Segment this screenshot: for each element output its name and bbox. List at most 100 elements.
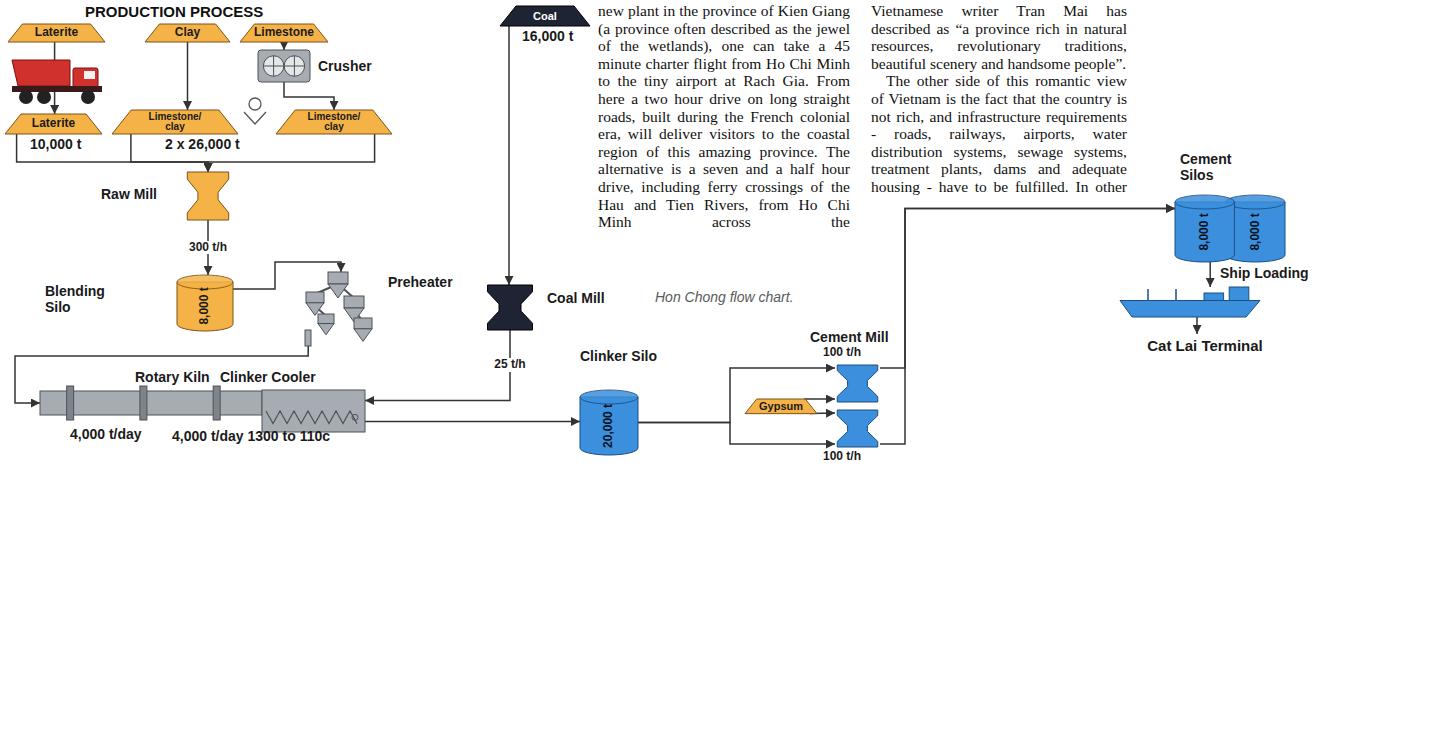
stockpile: Laterite10,000 t: [5, 114, 102, 134]
node-value: 10,000 t: [30, 136, 81, 152]
crusher: Crusher: [258, 50, 310, 82]
stacker-symbol: [244, 98, 266, 124]
raw-mill-outline: [187, 172, 228, 220]
clinker-silo-outline: [580, 390, 638, 404]
node-label: Cement Silos: [1180, 151, 1260, 183]
node-label: Rotary Kiln: [135, 369, 210, 385]
preheater-outline: [318, 314, 334, 324]
clinker-cooler-outline: [262, 390, 365, 432]
truck-window: [84, 71, 95, 79]
clinker-cooler-outline: [262, 390, 365, 432]
stockpile: Clay: [145, 24, 230, 42]
node-label: Limestone: [254, 26, 314, 40]
node-label: Clinker Silo: [580, 348, 657, 364]
flow-arrow: [804, 398, 835, 400]
truck-wheel: [19, 90, 33, 104]
ship-outline: [1120, 287, 1260, 317]
rotary-kiln: Rotary Kiln4,000 t/day: [40, 386, 262, 420]
node-label: Coal Mill: [547, 290, 605, 306]
preheater-outline: [306, 292, 324, 303]
crusher-outline: [263, 56, 283, 76]
stockpile: Limestone/ clay: [276, 110, 392, 134]
node-value: 8,000 t: [198, 287, 212, 324]
cement-silos-outline: [1175, 195, 1234, 209]
coal-mill-outline: [488, 285, 533, 330]
rotary-kiln-outline: [40, 386, 262, 420]
node-label: 100 t/h: [823, 450, 861, 464]
clinker-cooler-shape: [262, 390, 365, 432]
clinker-silo: Clinker Silo20,000 t: [580, 390, 638, 455]
crusher-outline: [284, 56, 304, 76]
stockpile-outline: [5, 114, 102, 134]
flow-arrow: [508, 26, 510, 285]
node-label: Clay: [175, 26, 200, 40]
node-label: Limestone/ clay: [303, 112, 365, 132]
cement-mill-outline: [837, 365, 878, 402]
stockpile-outline: [8, 24, 105, 42]
preheater-shape: [300, 272, 382, 346]
cement-mill-outline: [835, 410, 880, 447]
preheater-outline: [328, 272, 348, 284]
diagram-title: PRODUCTION PROCESS: [85, 3, 263, 20]
rate-label: 25 t/h: [492, 358, 527, 372]
stockpile-outline: [145, 24, 230, 42]
blending-silo-outline: [177, 275, 233, 289]
clinker-cooler-outline: [352, 414, 358, 420]
node-label: Coal: [533, 10, 557, 23]
stockpile-outline: [112, 110, 238, 134]
flow-arrow: [365, 330, 510, 401]
node-label: Crusher: [318, 58, 372, 74]
clinker-silo-outline: [580, 397, 638, 455]
clinker-cooler: Clinker Cooler4,000 t/day 1300 to 110c: [262, 390, 365, 432]
terminal: Cat Lai Terminal: [1135, 334, 1275, 358]
stacker-wheel: [249, 98, 261, 110]
truck-body: [12, 60, 70, 86]
node-value: 20,000 t: [602, 404, 616, 448]
node-label: Gypsum: [759, 400, 803, 413]
cement-mill-shape: [835, 410, 880, 447]
raw-mill: Raw Mill: [185, 172, 231, 220]
ship-shape: [1120, 287, 1260, 317]
body-paragraph: new plant in the province of Kien Giang …: [598, 2, 850, 231]
stockpile-outline: [240, 24, 328, 42]
ship: Ship Loading: [1120, 287, 1260, 317]
node-value: 4,000 t/day: [70, 426, 142, 442]
flow-arrow: [880, 208, 1175, 368]
ship-outline: [1147, 289, 1149, 301]
gypsum-pile-outline: [745, 399, 817, 414]
flow-arrow: [283, 42, 285, 50]
clinker-cooler-outline: [266, 411, 357, 424]
cement-silos-outline: [1175, 202, 1234, 262]
rotary-kiln-outline: [140, 386, 147, 420]
text-column: new plant in the province of Kien Giang …: [598, 2, 850, 231]
rate-label: 300 t/h: [187, 241, 229, 255]
node-label: Clinker Cooler: [220, 369, 316, 385]
flow-arrow: [638, 423, 835, 445]
coal-mill: Coal Mill: [485, 285, 535, 330]
preheater-outline: [300, 272, 382, 346]
stockpile: Limestone: [240, 24, 328, 42]
blending-silo-outline: [177, 282, 233, 331]
flow-arrow: [233, 262, 341, 289]
stacker-chute: [244, 112, 266, 124]
node-label: Blending Silo: [45, 283, 115, 315]
body-paragraph: Vietnamese writer Tran Mai has described…: [871, 2, 1127, 72]
flow-arrow: [638, 368, 835, 423]
cement-mill-outline: [835, 365, 880, 402]
node-value: 100 t/h: [823, 346, 861, 360]
flow-arrow: [365, 421, 580, 423]
ship-outline: [1229, 287, 1249, 301]
node-value: 4,000 t/day 1300 to 110c: [172, 428, 330, 444]
rotary-kiln-outline: [67, 386, 74, 420]
crusher-outline: [263, 56, 283, 76]
cement-mill: 100 t/h: [835, 410, 880, 447]
cement-mill-shape: [835, 365, 880, 402]
stockpile: Laterite: [8, 24, 105, 42]
ship-outline: [1120, 301, 1260, 318]
truck-illustration: [12, 60, 102, 104]
node-value: 16,000 t: [522, 28, 573, 44]
cement-mill: Cement Mill100 t/h: [835, 365, 880, 402]
node-label: Ship Loading: [1220, 265, 1309, 281]
coal-pile: Coal16,000 t: [500, 6, 590, 26]
